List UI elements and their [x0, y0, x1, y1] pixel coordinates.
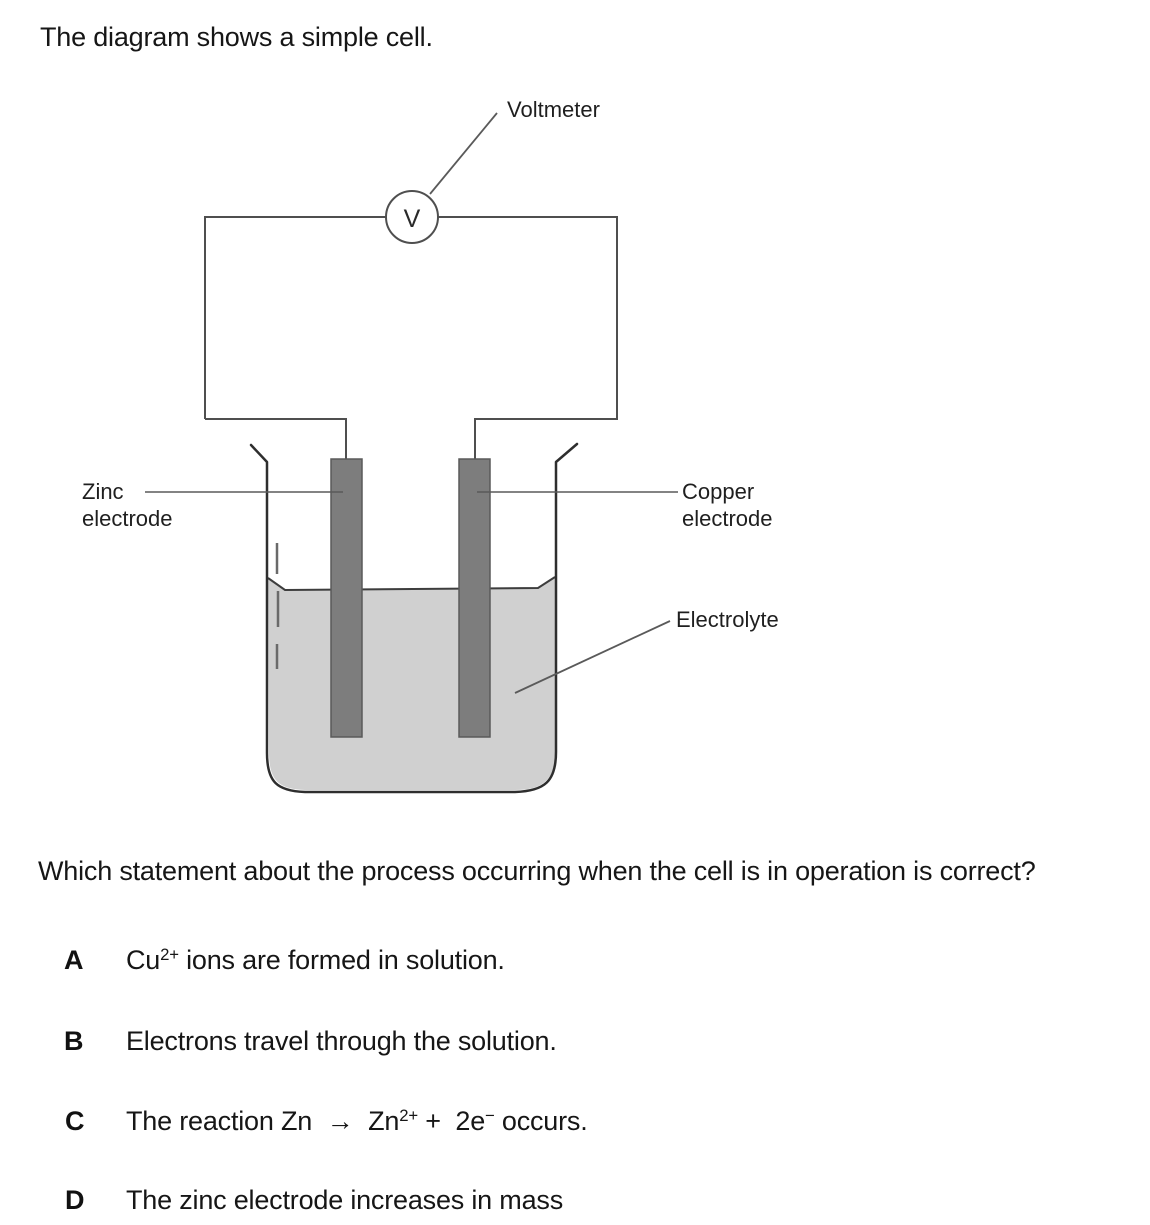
beaker-dash-marks	[275, 543, 280, 669]
copper-electrode-label: Copper electrode	[682, 479, 773, 531]
intro-text: The diagram shows a simple cell.	[40, 22, 433, 52]
option-text: Cu2+ ions are formed in solution.	[126, 944, 505, 975]
electrolyte-label: Electrolyte	[676, 607, 779, 632]
cell-diagram: V	[145, 112, 678, 794]
copper-electrode-bar	[458, 458, 491, 738]
electrolyte-liquid	[268, 577, 555, 790]
option-text: The reaction Zn → Zn2+ + 2e− occurs.	[126, 1105, 588, 1136]
option-letter: D	[65, 1185, 85, 1215]
voltmeter-label: Voltmeter	[507, 97, 600, 122]
voltmeter-symbol: V	[404, 205, 421, 233]
voltmeter-leader-line	[429, 112, 498, 195]
option-letter: C	[65, 1106, 85, 1136]
option-text: Electrons travel through the solution.	[126, 1026, 557, 1056]
liquid-surface-line	[267, 576, 556, 592]
option-text: The zinc electrode increases in mass	[126, 1185, 563, 1215]
voltmeter-dial-icon	[385, 190, 439, 244]
question-text: Which statement about the process occurr…	[38, 856, 1036, 886]
zinc-electrode-bar	[330, 458, 363, 738]
option-letter: A	[64, 945, 84, 975]
option-letter: B	[64, 1026, 84, 1056]
electrolyte-leader-line	[514, 620, 671, 694]
beaker-outline	[249, 442, 579, 794]
zinc-electrode-label: Zinc electrode	[82, 479, 173, 531]
circuit-wire	[204, 216, 618, 461]
